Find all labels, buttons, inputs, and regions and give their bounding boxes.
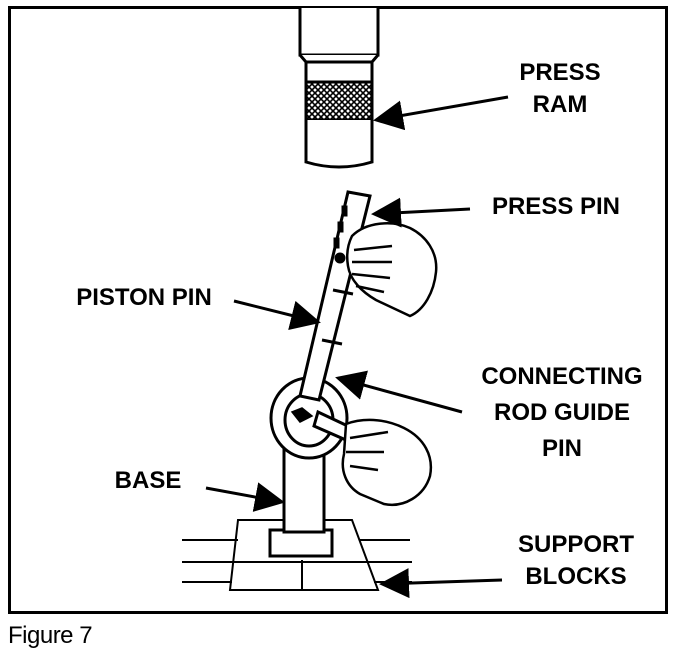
- press-ram: [298, 8, 380, 169]
- label-connecting-rod-guide-pin-line2: ROD GUIDE: [494, 399, 630, 426]
- piston-pin: [298, 190, 372, 402]
- label-base: BASE: [115, 467, 182, 494]
- label-piston-pin: PISTON PIN: [76, 284, 212, 311]
- label-support-blocks-line1: SUPPORT: [518, 531, 634, 558]
- label-press-ram-line1: PRESS: [519, 59, 600, 86]
- label-press-ram-line2: RAM: [533, 91, 588, 118]
- label-support-blocks-line2: BLOCKS: [525, 563, 626, 590]
- upper-hand: [345, 222, 438, 318]
- leader-arrows: [205, 95, 509, 599]
- label-connecting-rod-guide-pin-line1: CONNECTING: [481, 363, 642, 390]
- figure-caption: Figure 7: [8, 622, 93, 649]
- figure-frame: [8, 6, 668, 614]
- lower-hand: [341, 418, 433, 506]
- label-connecting-rod-guide-pin-line3: PIN: [542, 435, 582, 462]
- label-press-pin: PRESS PIN: [492, 193, 620, 220]
- press-diagram: PRESS RAM PRESS PIN PISTON PIN CONNECTIN…: [76, 8, 643, 599]
